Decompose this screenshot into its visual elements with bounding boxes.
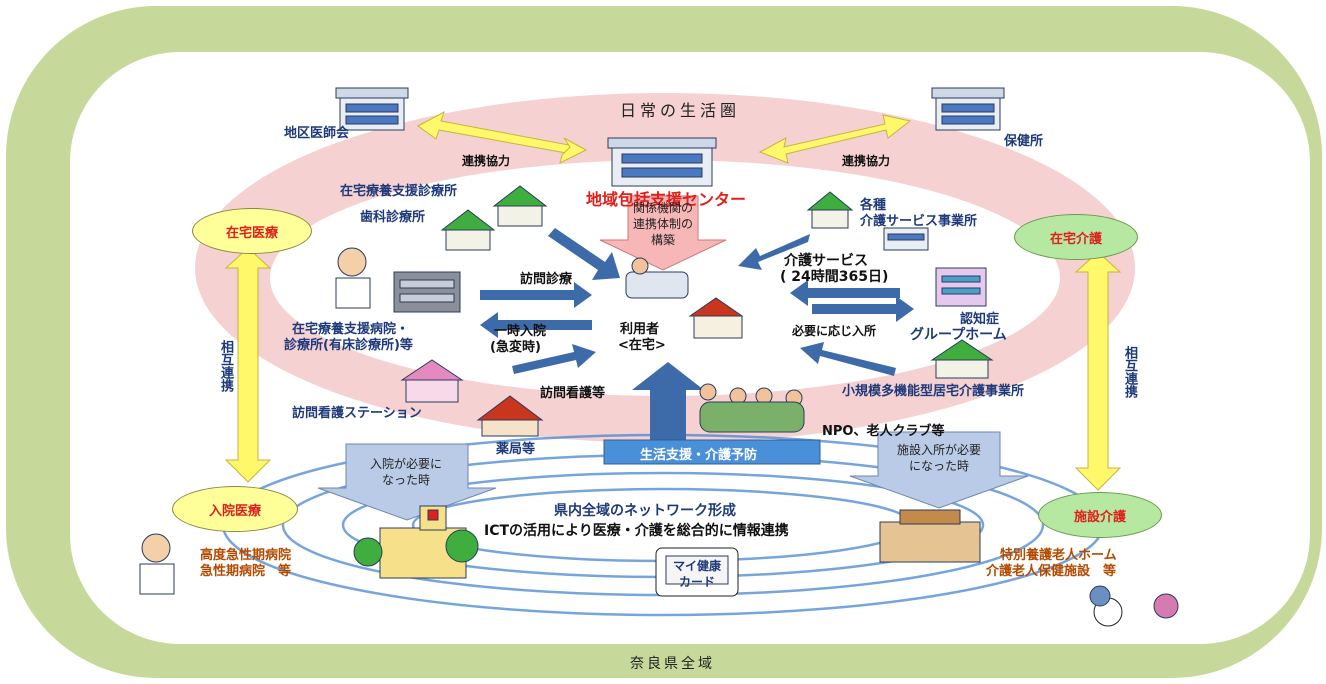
cooperation-arrow-right [758, 114, 912, 164]
people-group-icon [699, 383, 805, 433]
health-card-line-1: マイ健康 [672, 559, 721, 573]
down-arrow-right [849, 431, 1029, 509]
region-label: 奈良県全域 [630, 656, 715, 672]
temp-admission-label-2: (急変時) [490, 340, 541, 355]
circle-home-medical-label: 在宅医療 [225, 225, 278, 241]
sphere-label: 日常の生活圏 [620, 101, 741, 120]
npo-label: NPO、老人クラブ等 [822, 424, 945, 439]
user-label-2: <在宅> [618, 338, 666, 353]
dementia-label-1: 認知症 [960, 312, 1000, 327]
doctor-icon [335, 247, 371, 309]
mutual-right-label: 相互連携 [1122, 346, 1137, 398]
health-card-icon [655, 547, 739, 597]
center-arrow [599, 195, 727, 271]
center-name: 地域包括支援センター [586, 190, 747, 209]
down-left-line-2: なった時 [381, 473, 430, 487]
building-center-icon [607, 137, 717, 187]
cooperation-right-label: 連携協力 [842, 154, 891, 168]
building-care-icon [883, 227, 929, 251]
circle-inpatient: 入院医療 [172, 486, 298, 532]
center-arrow-line-1: 関係機関の [632, 201, 693, 215]
care-services-label-1: 各種 [860, 198, 887, 213]
building-icons [139, 87, 1179, 627]
user-label-1: 利用者 [620, 322, 660, 337]
circle-home-care-label: 在宅介護 [1049, 231, 1102, 247]
network-subtitle: ICTの活用により医療・介護を総合的に情報連携 [484, 523, 789, 539]
mutual-left-label: 相互連携 [218, 340, 233, 392]
nursing-bottom-label-2: 介護老人保健施設 等 [986, 564, 1117, 579]
dental-label: 歯科診療所 [360, 210, 426, 225]
care-services-label-2: 介護サービス事業所 [860, 214, 978, 229]
doctor-bottom-icon [139, 533, 175, 595]
cooperation-left-label: 連携協力 [462, 154, 511, 168]
nursing-station-label: 訪問看護ステーション [292, 406, 422, 421]
building-nursing-home-icon [879, 509, 981, 563]
house-pharmacy-icon [476, 395, 544, 437]
home-clinic-label: 在宅療養支援診療所 [340, 184, 458, 199]
house-care-icon [806, 191, 854, 229]
building-dementia-icon [935, 267, 987, 307]
life-support-label: 生活支援・介護予防 [640, 448, 758, 463]
circle-facility-care-label: 施設介護 [1073, 509, 1126, 525]
building-acute-hospital-icon [353, 505, 479, 579]
mutual-arrow-left [224, 247, 272, 483]
down-right-text: 施設入所が必要 になった時 [884, 442, 994, 474]
hospital-label-1: 在宅療養支援病院・ [292, 322, 410, 337]
care-service-label-1: 介護サービス [784, 253, 868, 269]
network-title: 県内全域のネットワーク形成 [554, 503, 736, 519]
life-support-bar [603, 439, 821, 465]
temp-admission-label-1: 一時入院 [494, 324, 547, 339]
nursing-bottom-label-1: 特別養護老人ホーム [1000, 548, 1117, 563]
hospitals-bottom-label-2: 急性期病院 等 [200, 564, 292, 579]
health-card-text: マイ健康 カード [664, 558, 730, 590]
building-hospital-icon [393, 271, 461, 313]
circle-facility-care: 施設介護 [1038, 492, 1162, 538]
home-visit-medical-label: 訪問診療 [520, 272, 573, 287]
wheelchair-icon [1089, 585, 1179, 627]
district-medical-label: 地区医師会 [284, 126, 350, 141]
small-multi-label: 小規模多機能型居宅介護事業所 [842, 384, 1025, 399]
down-right-line-1: 施設入所が必要 [896, 443, 981, 457]
down-left-text: 入院が必要に なった時 [356, 456, 456, 488]
down-left-line-1: 入院が必要に [369, 457, 442, 471]
building-health-center-icon [931, 87, 1005, 131]
center-arrow-line-3: 構築 [650, 233, 675, 247]
cooperation-arrow-left [417, 110, 588, 164]
house-nursing-icon [400, 359, 464, 403]
flow-arrows [480, 228, 914, 440]
as-needed-label: 必要に応じ入所 [792, 324, 877, 338]
house-clinic-icon [492, 185, 548, 227]
house-user-icon [688, 297, 744, 339]
dementia-label-2: グループホーム [910, 327, 1007, 343]
hospitals-bottom-label-1: 高度急性期病院 [200, 548, 292, 563]
care-service-label-2: ( 24時間365日) [780, 269, 889, 285]
health-card-line-2: カード [678, 575, 715, 589]
circle-inpatient-label: 入院医療 [208, 503, 261, 519]
visiting-nursing-label: 訪問看護等 [540, 386, 606, 401]
health-center-label: 保健所 [1004, 134, 1044, 149]
house-small-multi-icon [930, 339, 994, 379]
mutual-arrow-right [1074, 251, 1122, 491]
circle-home-medical: 在宅医療 [192, 208, 312, 254]
hospital-label-2: 診療所(有床診療所)等 [284, 338, 413, 353]
center-arrow-line-2: 連携体制の [632, 217, 693, 231]
circle-home-care: 在宅介護 [1014, 214, 1138, 260]
building-district-medical-icon [335, 87, 409, 131]
center-arrow-text: 関係機関の 連携体制の 構築 [626, 200, 700, 248]
house-dental-icon [440, 209, 496, 251]
down-arrow-left [317, 443, 497, 521]
patient-bed-icon [625, 257, 689, 299]
pharmacy-label: 薬局等 [496, 442, 536, 457]
down-right-line-2: になった時 [908, 459, 969, 473]
